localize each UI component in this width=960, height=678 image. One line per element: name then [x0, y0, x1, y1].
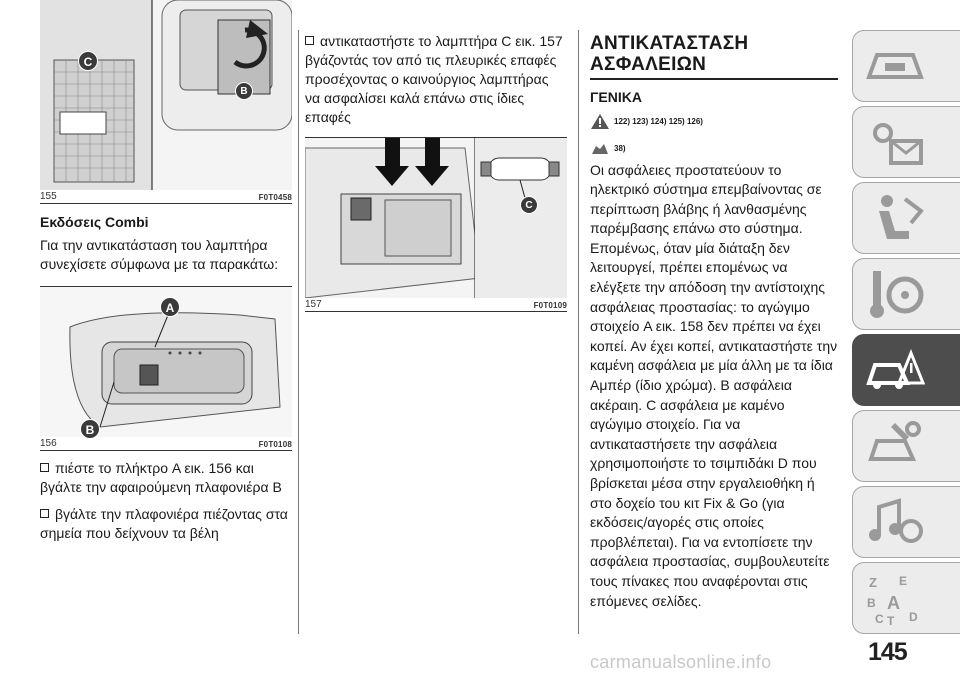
figure-code: F0T0109 [533, 301, 567, 310]
warning-refs-text: 122) 123) 124) 125) 126) [614, 116, 703, 126]
note-hand-icon [592, 143, 608, 154]
figure-code: F0T0458 [258, 193, 292, 202]
dashboard-icon [866, 53, 924, 79]
music-nav-icon [869, 498, 923, 543]
callout-b-156: B [80, 419, 100, 439]
svg-text:C: C [875, 612, 884, 626]
page-number: 145 [868, 638, 908, 666]
note-refs-text: 38) [614, 143, 626, 153]
section-title: ΑΝΤΙΚΑΤΑΣΤΑΣΗ ΑΣΦΑΛΕΙΩΝ [590, 33, 838, 75]
note-refs: 38) [590, 140, 838, 157]
left-column: C B 155 F0T0458 Εκδόσεις Combi Για την α… [40, 0, 292, 543]
key-steering-icon [870, 271, 924, 318]
tab-multimedia[interactable] [852, 486, 960, 558]
section-title-line: ΑΝΤΙΚΑΤΑΣΤΑΣΗ [590, 33, 749, 54]
figure-156-caption: 156 F0T0108 [40, 437, 292, 451]
tab-starting-driving[interactable] [852, 258, 960, 330]
intro-text: Για την αντικατάσταση του λαμπτήρα συνεχ… [40, 237, 279, 272]
figure-155-caption: 155 F0T0458 [40, 190, 292, 204]
bullet-text: βγάλτε την πλαφονιέρα πιέζοντας στα σημε… [40, 506, 288, 541]
figure-number: 157 [305, 299, 322, 310]
tab-lights[interactable] [852, 106, 960, 178]
bullet-text: αντικαταστήστε το λαμπτήρα C εικ. 157 βγ… [305, 33, 563, 125]
callout-b-155: B [235, 82, 253, 100]
figure-155: C B 155 F0T0458 [40, 0, 292, 204]
tab-dashboard[interactable] [852, 30, 960, 102]
bullet-item: πιέστε το πλήκτρο A εικ. 156 και βγάλτε … [40, 459, 292, 497]
callout-c-155: C [78, 51, 98, 71]
watermark: carmanualsonline.info [590, 652, 772, 672]
checkbox-icon [40, 463, 49, 472]
checkbox-icon [40, 509, 49, 518]
svg-text:D: D [909, 610, 918, 624]
chapter-tabs: Z E B A C T D [852, 30, 960, 638]
section-title-line: ΑΣΦΑΛΕΙΩΝ [590, 54, 707, 75]
right-column: ΑΝΤΙΚΑΤΑΣΤΑΣΗ ΑΣΦΑΛΕΙΩΝ ΓΕΝΙΚΑ 122) 123)… [590, 0, 838, 611]
svg-text:B: B [867, 596, 876, 610]
column-divider [578, 30, 579, 634]
figure-157-caption: 157 F0T0109 [305, 298, 567, 312]
body-text: Οι ασφάλειες προστατεύουν το ηλεκτρικό σ… [590, 161, 838, 609]
svg-text:A: A [887, 593, 900, 613]
svg-text:T: T [887, 614, 895, 627]
figure-number: 156 [40, 438, 57, 449]
subsection-title: ΓΕΝΙΚΑ [590, 88, 642, 105]
wrench-car-icon [868, 421, 921, 461]
svg-text:Z: Z [869, 575, 877, 590]
checkbox-icon [305, 36, 314, 45]
warning-refs: 122) 123) 124) 125) 126) [590, 113, 838, 130]
subsection-title: Εκδόσεις Combi [40, 214, 149, 230]
column-divider [298, 30, 299, 634]
svg-text:E: E [899, 574, 907, 588]
figure-156-image [40, 287, 292, 437]
callout-c-157: C [520, 196, 538, 214]
figure-157-image [305, 138, 567, 298]
callout-a-156: A [160, 297, 180, 317]
lights-icon [873, 123, 923, 165]
tab-emergency[interactable] [852, 334, 960, 406]
emergency-icon [866, 348, 925, 389]
tab-index[interactable]: Z E B A C T D [852, 562, 960, 634]
bullet-text: πιέστε το πλήκτρο A εικ. 156 και βγάλτε … [40, 460, 282, 495]
figure-code: F0T0108 [258, 440, 292, 449]
seat-safety-icon [879, 195, 924, 239]
middle-column: αντικαταστήστε το λαμπτήρα C εικ. 157 βγ… [305, 0, 567, 312]
tab-maintenance[interactable] [852, 410, 960, 482]
bullet-item: αντικαταστήστε το λαμπτήρα C εικ. 157 βγ… [305, 32, 567, 127]
figure-number: 155 [40, 191, 57, 202]
title-underline [590, 78, 838, 80]
tab-safety[interactable] [852, 182, 960, 254]
alphabet-index-icon: Z E B A C T D [867, 574, 918, 627]
figure-155-image [40, 0, 292, 190]
figure-157: C 157 F0T0109 [305, 137, 567, 312]
figure-156: A B 156 F0T0108 [40, 286, 292, 451]
bullet-item: βγάλτε την πλαφονιέρα πιέζοντας στα σημε… [40, 505, 292, 543]
warning-triangle-icon [591, 113, 609, 129]
